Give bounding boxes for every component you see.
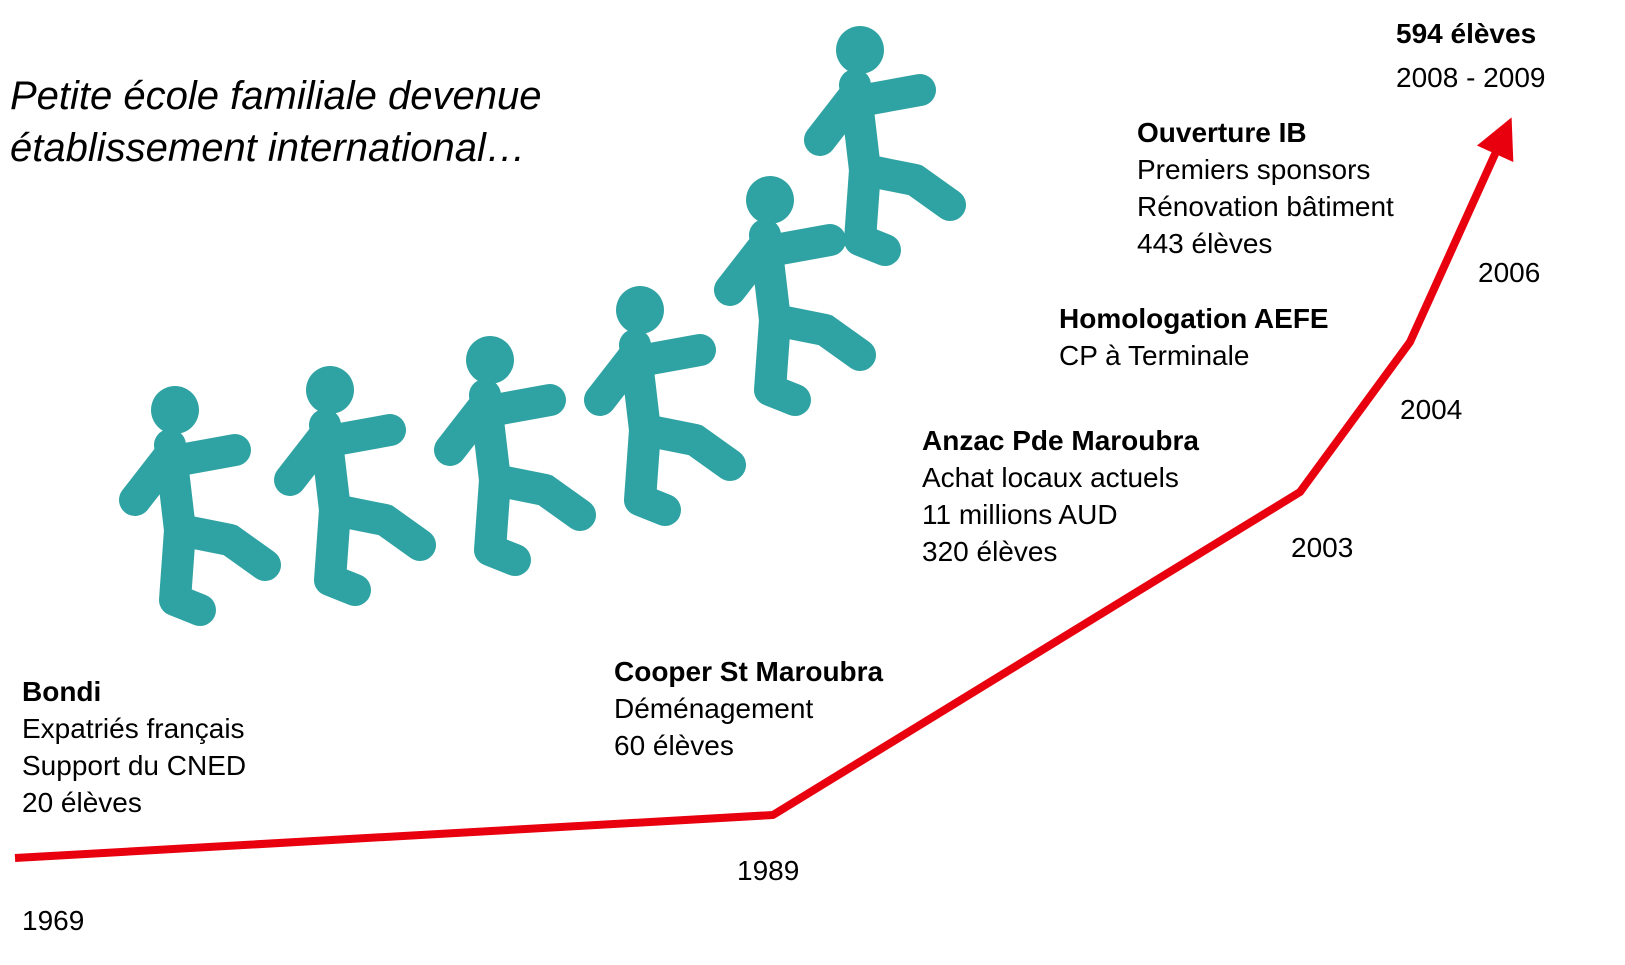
milestone-line: 443 élèves (1137, 228, 1273, 259)
milestone-heading: Bondi (22, 676, 102, 707)
year-label: 2004 (1400, 394, 1463, 425)
milestone-heading: 594 élèves (1396, 18, 1537, 49)
year-label: 2003 (1291, 532, 1354, 563)
milestone-current: 594 élèves 2008 - 2009 (1396, 12, 1545, 100)
milestone-line: Premiers sponsors (1137, 154, 1371, 185)
year-label: 1969 (22, 905, 85, 936)
walking-figures (119, 26, 966, 626)
year-label: 2006 (1478, 257, 1541, 288)
year-label: 1989 (737, 855, 800, 886)
walking-person-icon (434, 336, 596, 576)
milestone-heading: Homologation AEFE (1059, 303, 1329, 334)
milestone-line: Achat locaux actuels (922, 462, 1179, 493)
growth-line (14, 117, 1514, 862)
milestone-line: CP à Terminale (1059, 340, 1250, 371)
milestone-bondi: Bondi Expatriés français Support du CNED… (22, 673, 246, 821)
walking-person-icon (804, 26, 966, 266)
milestone-heading: Ouverture IB (1137, 117, 1307, 148)
walking-person-icon (714, 176, 876, 416)
milestone-line: 60 élèves (614, 730, 734, 761)
milestone-cooper-st: Cooper St Maroubra Déménagement 60 élève… (614, 653, 883, 764)
milestone-line: Expatriés français (22, 713, 245, 744)
milestone-anzac-pde: Anzac Pde Maroubra Achat locaux actuels … (922, 422, 1199, 570)
subtitle: Petite école familiale devenue établisse… (10, 74, 542, 170)
milestone-homologation: Homologation AEFE CP à Terminale (1059, 300, 1329, 374)
milestone-line: Déménagement (614, 693, 814, 724)
milestone-heading: Anzac Pde Maroubra (922, 425, 1199, 456)
milestone-line: 20 élèves (22, 787, 142, 818)
milestone-heading: Cooper St Maroubra (614, 656, 884, 687)
milestone-line: 320 élèves (922, 536, 1058, 567)
walking-person-icon (274, 366, 436, 606)
milestone-ouverture-ib: Ouverture IB Premiers sponsors Rénovatio… (1137, 114, 1394, 262)
milestone-line: Rénovation bâtiment (1137, 191, 1394, 222)
milestone-line: Support du CNED (22, 750, 247, 781)
milestone-line: 11 millions AUD (922, 499, 1118, 530)
walking-person-icon (584, 286, 746, 526)
walking-person-icon (119, 386, 281, 626)
milestone-line: 2008 - 2009 (1396, 62, 1546, 93)
